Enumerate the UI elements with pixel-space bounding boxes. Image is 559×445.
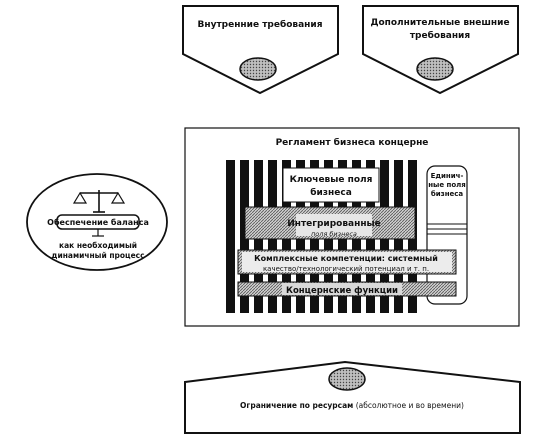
single-fields-label-line2: ные поля bbox=[428, 181, 466, 189]
single-fields-label-line1: Единич- bbox=[431, 172, 464, 180]
balance-ellipse: Обеспечение баланса как необходимый дина… bbox=[26, 173, 168, 271]
resource-constraints-text: Ограничение по ресурсам (абсолютное и во… bbox=[240, 401, 464, 410]
competencies-label-line2: качество/технологический потенциал и т. … bbox=[263, 265, 429, 273]
internal-requirements-title: Внутренние требования bbox=[198, 19, 323, 30]
key-fields-label-line2: бизнеса bbox=[310, 187, 352, 198]
balance-label: Обеспечение баланса bbox=[47, 217, 149, 227]
panel-title: Регламент бизнеса концерне bbox=[276, 137, 429, 148]
badge-icon bbox=[239, 57, 277, 81]
external-requirements-title-line1: Дополнительные внешние bbox=[370, 18, 509, 28]
internal-requirements-box: Внутренние требования bbox=[182, 5, 339, 95]
single-fields-label-line3: бизнеса bbox=[431, 190, 464, 198]
competencies-label-line1: Комплексные компетенции: системный bbox=[254, 254, 438, 263]
key-fields-label-line1: Ключевые поля bbox=[290, 175, 373, 185]
resource-constraints-bold: Ограничение по ресурсам bbox=[240, 401, 353, 410]
external-requirements-title-line2: требования bbox=[410, 30, 471, 41]
business-column bbox=[226, 160, 235, 313]
badge-icon bbox=[416, 57, 454, 81]
business-regulation-panel: Регламент бизнеса концерне Ключевые поля… bbox=[184, 127, 520, 327]
integrated-fields-label-line2: поля бизнеса bbox=[311, 230, 357, 238]
integrated-fields-label-line1: Интегрированные bbox=[287, 219, 381, 229]
scales-icon bbox=[72, 190, 126, 213]
external-requirements-box: Дополнительные внешние требования bbox=[362, 5, 519, 95]
concern-functions-label: Концернские функции bbox=[286, 286, 398, 296]
balance-caption-line1: как необходимый bbox=[59, 241, 137, 250]
balance-caption-line2: динамичный процесс bbox=[51, 251, 144, 260]
key-fields-block bbox=[282, 167, 380, 203]
badge-icon bbox=[328, 367, 366, 391]
resource-constraints-box: Ограничение по ресурсам (абсолютное и во… bbox=[184, 360, 521, 434]
resource-constraints-note: (абсолютное и во времени) bbox=[353, 401, 464, 410]
